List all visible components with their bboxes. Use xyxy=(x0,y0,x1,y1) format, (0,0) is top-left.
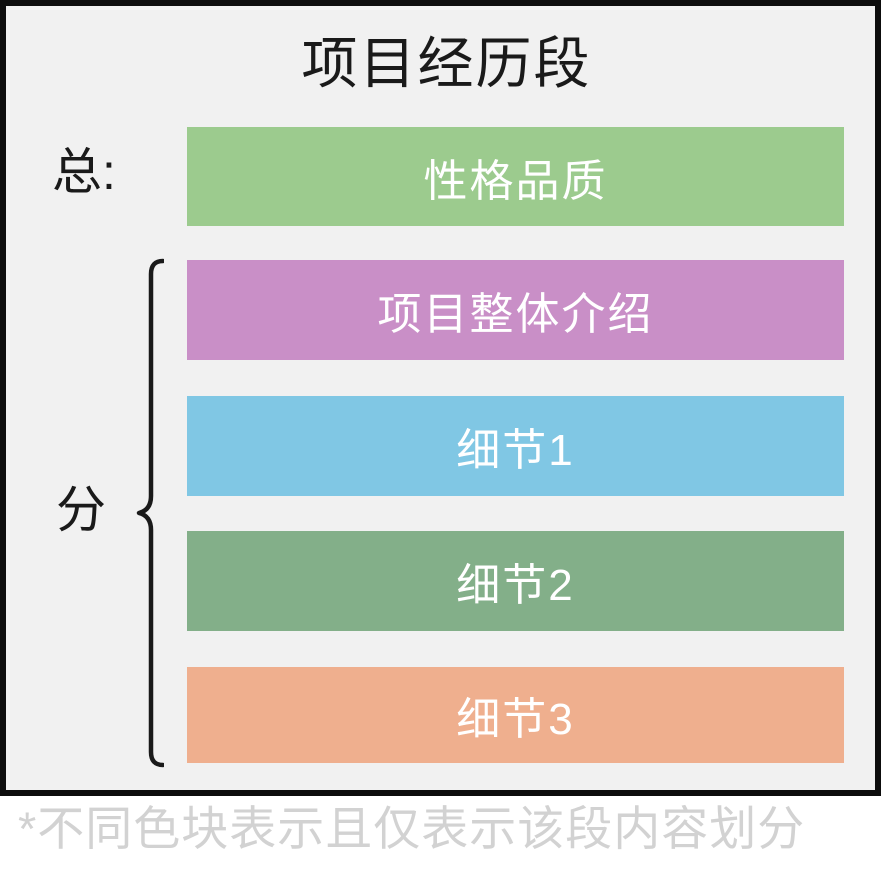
detail-block-overview: 项目整体介绍 xyxy=(187,260,844,360)
curly-brace-left-icon xyxy=(136,258,164,768)
summary-label: 总: xyxy=(52,144,116,200)
detail-block-label: 项目整体介绍 xyxy=(377,290,654,339)
diagram-title: 项目经历段 xyxy=(301,32,592,95)
detail-block-3: 细节3 xyxy=(187,667,844,763)
detail-block-2: 细节2 xyxy=(187,531,844,631)
detail-block-label: 细节1 xyxy=(456,426,575,475)
detail-block-1: 细节1 xyxy=(187,396,844,496)
detail-block-label: 细节3 xyxy=(456,695,575,744)
footer-note: *不同色块表示且仅表示该段内容划分 xyxy=(18,802,806,855)
detail-label: 分 xyxy=(56,482,106,538)
summary-block: 性格品质 xyxy=(187,127,844,226)
detail-block-label: 细节2 xyxy=(456,561,575,610)
diagram-frame: 项目经历段 总: 性格品质 分 项目整体介绍 细节1 细节2 细节3 xyxy=(0,0,881,796)
summary-block-label: 性格品质 xyxy=(423,156,608,206)
